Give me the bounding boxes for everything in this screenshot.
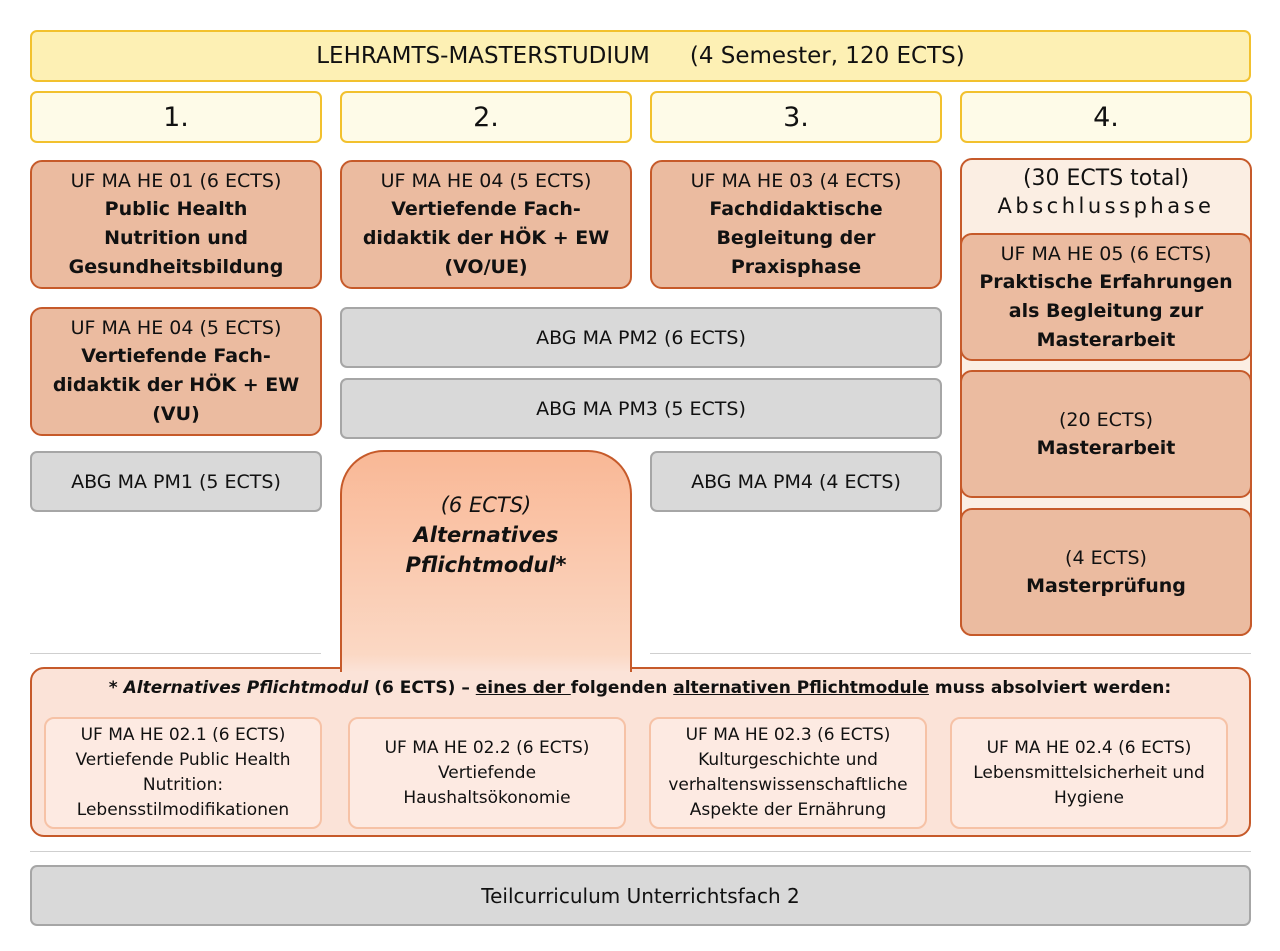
alternative-ects: (6 ECTS) bbox=[440, 493, 532, 517]
masterarbeit-ects: (20 ECTS) bbox=[1059, 408, 1153, 431]
option-name-line: Vertiefende bbox=[437, 762, 537, 783]
module-he03: UF MA HE 03 (4 ECTS) Fachdidaktische Beg… bbox=[650, 160, 942, 289]
semester-4-header: 4. bbox=[960, 91, 1252, 143]
module-name-line: didaktik der HÖK + EW bbox=[52, 374, 300, 396]
abg-label: ABG MA PM1 (5 ECTS) bbox=[71, 470, 281, 493]
abschluss-label: Abschlussphase bbox=[997, 194, 1215, 218]
option-name-line: Kulturgeschichte und bbox=[698, 750, 878, 770]
module-name-line: Begleitung der bbox=[716, 227, 876, 249]
option-name-line: verhaltenswissenschaftliche bbox=[668, 775, 908, 795]
abg-pm3: ABG MA PM3 (5 ECTS) bbox=[340, 378, 942, 439]
module-he05: UF MA HE 05 (6 ECTS) Praktische Erfahrun… bbox=[960, 233, 1252, 361]
semester-label: 1. bbox=[163, 101, 189, 133]
option-code: UF MA HE 02.2 (6 ECTS) bbox=[384, 737, 590, 758]
option-code: UF MA HE 02.3 (6 ECTS) bbox=[685, 725, 891, 745]
option-he02-2: UF MA HE 02.2 (6 ECTS) Vertiefende Haush… bbox=[348, 717, 626, 829]
module-name-line: (VO/UE) bbox=[444, 256, 528, 278]
note-underline-1: eines der bbox=[475, 678, 571, 698]
module-name-line: als Begleitung zur bbox=[1008, 299, 1204, 322]
module-name-line: Masterarbeit bbox=[1036, 328, 1176, 351]
module-name-line: Gesundheitsbildung bbox=[68, 256, 284, 278]
abschluss-total: (30 ECTS total) bbox=[1022, 166, 1190, 191]
option-name-line: Vertiefende Public Health bbox=[75, 750, 291, 770]
option-he02-4: UF MA HE 02.4 (6 ECTS) Lebensmittelsiche… bbox=[950, 717, 1228, 829]
masterpruefung-ects: (4 ECTS) bbox=[1065, 546, 1147, 569]
semester-label: 4. bbox=[1093, 101, 1119, 133]
alternative-note: * Alternatives Pflichtmodul (6 ECTS) – e… bbox=[30, 678, 1250, 698]
note-ects: (6 ECTS) – bbox=[368, 678, 476, 698]
semester-label: 2. bbox=[473, 101, 499, 133]
option-he02-3: UF MA HE 02.3 (6 ECTS) Kulturgeschichte … bbox=[649, 717, 927, 829]
program-title: LEHRAMTS-MASTERSTUDIUM bbox=[316, 43, 650, 69]
divider-line bbox=[30, 851, 1251, 852]
option-code: UF MA HE 02.1 (6 ECTS) bbox=[80, 725, 286, 745]
option-name-line: Lebensstilmodifikationen bbox=[76, 800, 290, 820]
semester-1-header: 1. bbox=[30, 91, 322, 143]
abg-label: ABG MA PM2 (6 ECTS) bbox=[536, 326, 746, 349]
module-name-line: Vertiefende Fach- bbox=[391, 198, 581, 220]
semester-label: 3. bbox=[783, 101, 809, 133]
option-name-line: Lebensmittelsicherheit und bbox=[973, 762, 1205, 783]
abg-pm2: ABG MA PM2 (6 ECTS) bbox=[340, 307, 942, 368]
module-name-line: Praxisphase bbox=[730, 256, 862, 278]
module-code: UF MA HE 03 (4 ECTS) bbox=[690, 170, 902, 192]
module-he01: UF MA HE 01 (6 ECTS) Public Health Nutri… bbox=[30, 160, 322, 289]
abg-pm1: ABG MA PM1 (5 ECTS) bbox=[30, 451, 322, 512]
alternative-name-line: Alternatives bbox=[413, 523, 559, 547]
option-code: UF MA HE 02.4 (6 ECTS) bbox=[986, 737, 1192, 758]
note-term: Alternatives Pflichtmodul bbox=[123, 678, 369, 698]
option-name-line: Nutrition: bbox=[142, 775, 224, 795]
module-code: UF MA HE 04 (5 ECTS) bbox=[70, 317, 282, 339]
semester-3-header: 3. bbox=[650, 91, 942, 143]
divider-line bbox=[30, 653, 321, 654]
module-he04-vu: UF MA HE 04 (5 ECTS) Vertiefende Fach- d… bbox=[30, 307, 322, 436]
alternative-pflichtmodul: (6 ECTS) Alternatives Pflichtmodul* bbox=[340, 450, 632, 672]
abg-pm4: ABG MA PM4 (4 ECTS) bbox=[650, 451, 942, 512]
note-mid: folgenden bbox=[570, 678, 674, 698]
divider-line bbox=[650, 653, 1251, 654]
alternative-name-line: Pflichtmodul* bbox=[405, 553, 567, 577]
abg-label: ABG MA PM3 (5 ECTS) bbox=[536, 397, 746, 420]
teilcurriculum-bar: Teilcurriculum Unterrichtsfach 2 bbox=[30, 865, 1251, 926]
module-name-line: (VU) bbox=[152, 403, 200, 425]
note-end: muss absolviert werden: bbox=[928, 678, 1172, 698]
module-name-line: Praktische Erfahrungen bbox=[979, 270, 1233, 293]
note-underline-2: alternativen Pflichtmodule bbox=[673, 678, 929, 698]
teilcurriculum-label: Teilcurriculum Unterrichtsfach 2 bbox=[481, 883, 800, 908]
abg-label: ABG MA PM4 (4 ECTS) bbox=[691, 470, 901, 493]
option-name-line: Hygiene bbox=[1053, 787, 1125, 808]
module-code: UF MA HE 05 (6 ECTS) bbox=[1000, 242, 1212, 265]
module-name-line: Vertiefende Fach- bbox=[81, 345, 271, 367]
module-name-line: Fachdidaktische bbox=[709, 198, 883, 220]
masterpruefung-name: Masterprüfung bbox=[1026, 574, 1186, 597]
module-code: UF MA HE 04 (5 ECTS) bbox=[380, 170, 592, 192]
module-name-line: didaktik der HÖK + EW bbox=[362, 227, 610, 249]
module-name-line: Public Health bbox=[104, 198, 248, 220]
note-star: * bbox=[108, 678, 124, 698]
program-duration: (4 Semester, 120 ECTS) bbox=[689, 43, 965, 69]
module-code: UF MA HE 01 (6 ECTS) bbox=[70, 170, 282, 192]
option-name-line: Haushaltsökonomie bbox=[403, 787, 571, 808]
masterpruefung: (4 ECTS) Masterprüfung bbox=[960, 508, 1252, 636]
option-he02-1: UF MA HE 02.1 (6 ECTS) Vertiefende Publi… bbox=[44, 717, 322, 829]
masterarbeit: (20 ECTS) Masterarbeit bbox=[960, 370, 1252, 498]
module-name-line: Nutrition und bbox=[104, 227, 248, 249]
option-name-line: Aspekte der Ernährung bbox=[689, 800, 887, 820]
module-he04-vo-ue: UF MA HE 04 (5 ECTS) Vertiefende Fach- d… bbox=[340, 160, 632, 289]
program-header: LEHRAMTS-MASTERSTUDIUM (4 Semester, 120 … bbox=[30, 30, 1251, 82]
masterarbeit-name: Masterarbeit bbox=[1036, 436, 1176, 459]
semester-2-header: 2. bbox=[340, 91, 632, 143]
